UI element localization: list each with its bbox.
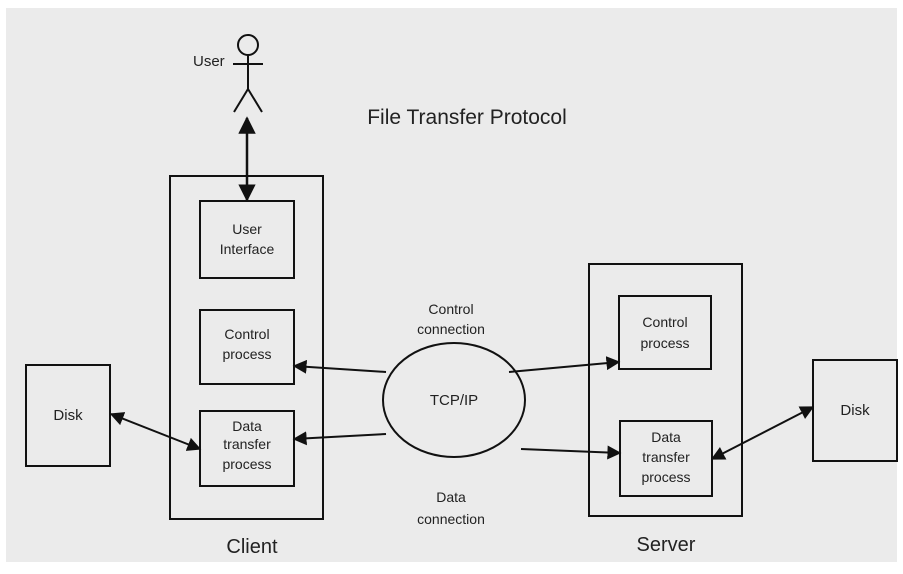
client-user-interface-line-2: Interface xyxy=(220,241,275,257)
data-connection-label-line-2: connection xyxy=(417,511,485,527)
client-data-transfer-process-line-3: process xyxy=(222,456,271,472)
user-actor xyxy=(233,34,263,113)
client-data-arrow xyxy=(292,431,387,446)
right-disk-label: Disk xyxy=(840,402,870,419)
user-left-leg xyxy=(233,88,249,113)
client-data-transfer-process-line-1: Data xyxy=(232,418,262,434)
server-to-right-disk-arrow xyxy=(710,406,815,460)
server-data-arrow xyxy=(520,445,622,460)
user-label: User xyxy=(193,53,225,70)
server-control-process-line-1: Control xyxy=(642,314,687,330)
diagram-background xyxy=(6,8,897,562)
client-label: Client xyxy=(226,536,278,558)
left-disk-label: Disk xyxy=(53,407,83,424)
server-label: Server xyxy=(637,534,696,556)
server-data-transfer-process-line-3: process xyxy=(641,469,690,485)
client-control-process-line-2: process xyxy=(222,346,271,362)
server-control-process-line-2: process xyxy=(640,335,689,351)
user-right-leg xyxy=(247,88,263,113)
client-control-arrow xyxy=(292,359,387,374)
server-control-arrow xyxy=(508,356,621,373)
server-data-transfer-process-line-1: Data xyxy=(651,429,681,445)
tcpip-label: TCP/IP xyxy=(430,392,478,409)
client-user-interface-line-1: User xyxy=(232,221,262,237)
control-connection-label-line-2: connection xyxy=(417,321,485,337)
client-control-process-box xyxy=(199,309,295,385)
right-disk-box xyxy=(812,359,898,462)
left-disk-to-client-arrow xyxy=(109,412,202,451)
data-connection-label-line-1: Data xyxy=(436,489,466,505)
client-data-transfer-process-box xyxy=(199,410,295,487)
tcpip-ellipse xyxy=(382,342,526,458)
client-control-process-line-1: Control xyxy=(224,326,269,342)
control-connection-label-line-1: Control xyxy=(428,301,473,317)
client-user-interface-box xyxy=(199,200,295,279)
diagram-title: File Transfer Protocol xyxy=(367,106,567,129)
server-data-transfer-process-line-2: transfer xyxy=(642,449,690,465)
client-data-transfer-process-line-2: transfer xyxy=(223,436,271,452)
server-control-process-box xyxy=(618,295,712,370)
